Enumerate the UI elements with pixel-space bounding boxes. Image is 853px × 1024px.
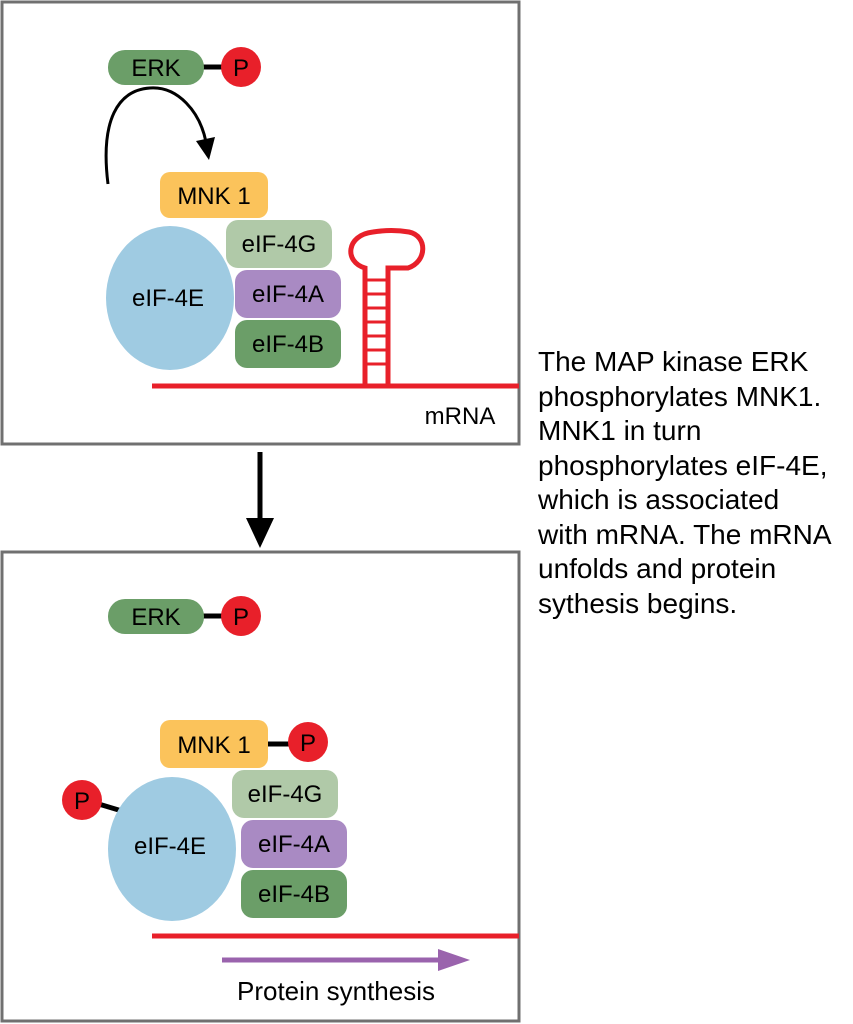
erk-node: ERK P [108,47,261,87]
eif4b-box [235,320,341,368]
erk-phosphate-circle-bottom [221,596,261,636]
mnk1-box-bottom [160,720,268,768]
erk-phosphate-circle [221,47,261,87]
mnk1-phosphate-circle [288,722,328,762]
eif4e-label: eIF-4E [132,285,204,312]
eif4g-box [226,220,332,268]
eif4g-label-bottom: eIF-4G [248,781,323,808]
curved-arrow-head [196,137,215,160]
erk-label: ERK [131,55,180,82]
eif4g-label: eIF-4G [242,231,317,258]
phosphorylation-curved-arrow [104,86,208,185]
erk-phosphate-label-bottom: P [233,604,249,631]
mnk1-label-bottom: MNK 1 [177,732,250,759]
synthesis-arrow-head [438,949,470,971]
mnk1-label: MNK 1 [177,183,250,210]
mnk1-phosphate-label: P [300,730,316,757]
mnk1-box [160,172,268,218]
mrna-label: mRNA [425,403,496,430]
eif4e-blob-bottom [108,777,236,921]
erk-phosphate-label: P [233,55,249,82]
bottom-panel-frame [0,550,521,1023]
eif4e-blob [106,226,234,370]
eif4b-label-bottom: eIF-4B [258,881,330,908]
bottom-panel: ERK P MNK 1 P eIF-4E P eIF-4G eIF-4A eIF… [0,550,521,1023]
eif4b-box-bottom [241,870,347,918]
top-panel-frame [0,0,521,446]
eif4e-phosphate-circle [62,780,102,820]
top-panel: ERK P MNK 1 eIF-4E eIF-4G eIF-4A eIF-4B [0,0,521,446]
eif4a-label-bottom: eIF-4A [258,831,330,858]
eif4a-box [235,270,341,318]
erk-box [108,50,204,85]
eif4e-phosphate-label: P [74,788,90,815]
erk-box-bottom [108,599,204,634]
eif4g-box-bottom [232,770,338,818]
figure-caption: The MAP kinase ERK phosphorylates MNK1. … [538,346,832,619]
eif4e-label-bottom: eIF-4E [134,833,206,860]
transition-arrow-head [246,518,274,548]
eif4a-box-bottom [241,820,347,868]
mrna-hairpin [348,228,426,386]
erk-node-bottom: ERK P [108,596,261,636]
erk-label-bottom: ERK [131,604,180,631]
eif4a-label: eIF-4A [252,281,324,308]
eif4b-label: eIF-4B [252,331,324,358]
protein-synthesis-label: Protein synthesis [237,976,435,1006]
